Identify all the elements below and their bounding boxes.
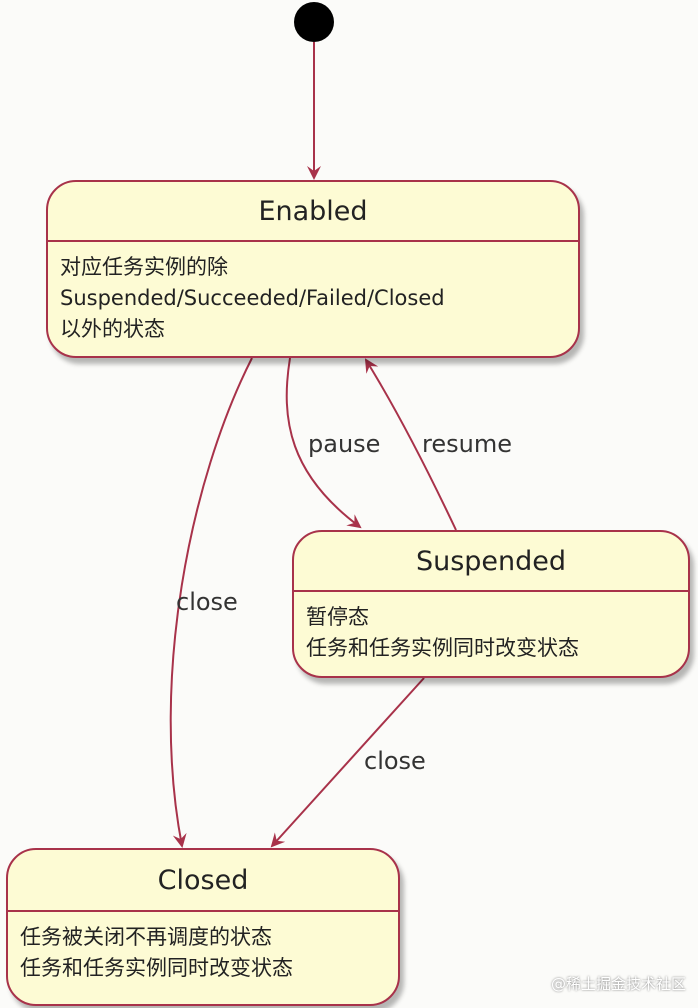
edge-label-close-from-suspended: close — [364, 747, 426, 775]
initial-node — [294, 2, 334, 42]
state-closed-description: 任务被关闭不再调度的状态 任务和任务实例同时改变状态 — [8, 912, 398, 984]
state-suspended-description: 暂停态 任务和任务实例同时改变状态 — [294, 592, 688, 664]
description-line: 任务和任务实例同时改变状态 — [20, 956, 293, 980]
description-line: 以外的状态 — [60, 317, 165, 341]
watermark: @稀土掘金技术社区 — [550, 975, 686, 993]
edge-resume — [364, 358, 457, 531]
description-line: 任务和任务实例同时改变状态 — [306, 636, 579, 660]
edge-label-pause: pause — [308, 430, 381, 458]
state-enabled-title: Enabled — [48, 182, 578, 242]
edge-label-resume: resume — [422, 430, 512, 458]
edge-close-from-enabled — [169, 357, 253, 848]
description-line: Suspended/Succeeded/Failed/Closed — [60, 286, 445, 310]
state-enabled: Enabled 对应任务实例的除 Suspended/Succeeded/Fai… — [46, 180, 580, 358]
edge-close-from-suspended — [270, 677, 425, 848]
state-enabled-description: 对应任务实例的除 Suspended/Succeeded/Failed/Clos… — [48, 242, 578, 345]
state-closed: Closed 任务被关闭不再调度的状态 任务和任务实例同时改变状态 — [6, 848, 400, 1006]
description-line: 对应任务实例的除 — [60, 255, 228, 279]
state-suspended-title: Suspended — [294, 532, 688, 592]
description-line: 任务被关闭不再调度的状态 — [20, 925, 272, 949]
edge-pause — [285, 357, 362, 529]
state-closed-title: Closed — [8, 850, 398, 912]
description-line: 暂停态 — [306, 605, 369, 629]
state-suspended: Suspended 暂停态 任务和任务实例同时改变状态 — [292, 530, 690, 678]
edge-label-close-from-enabled: close — [176, 588, 238, 616]
